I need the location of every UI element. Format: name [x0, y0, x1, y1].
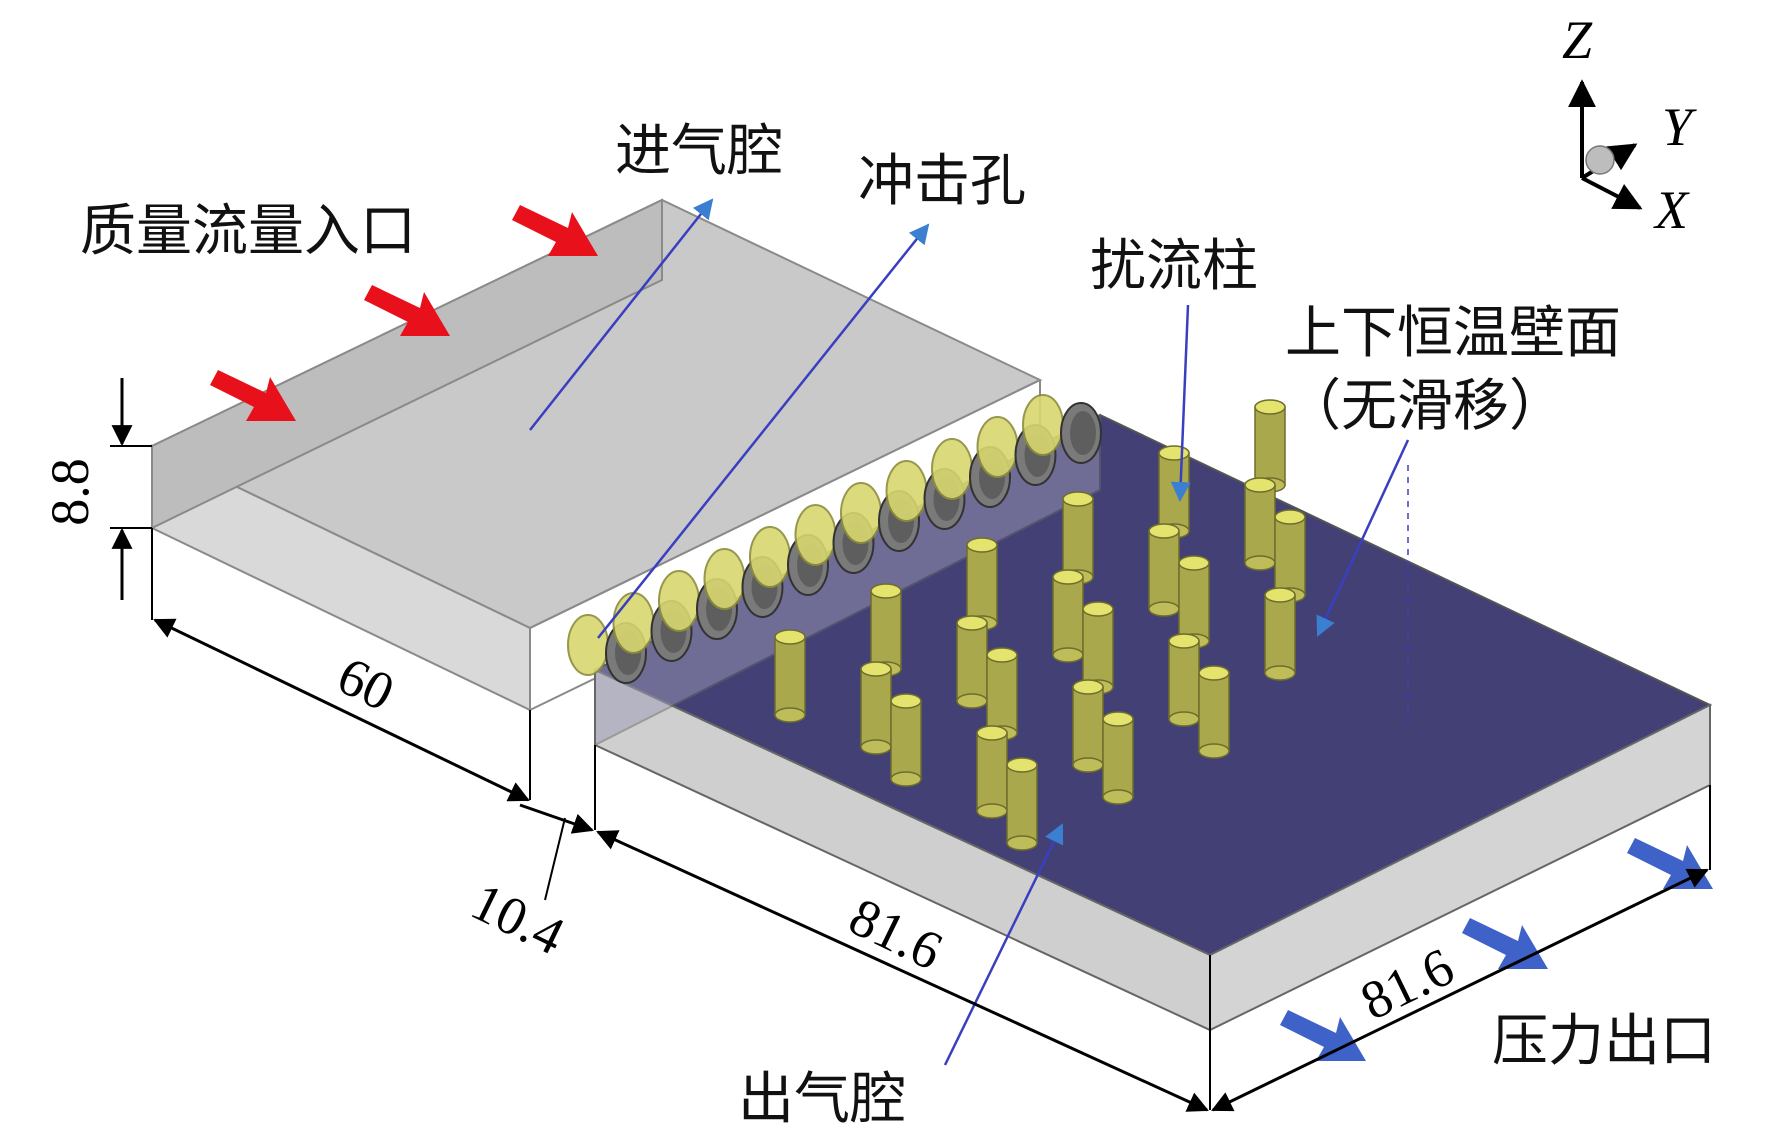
dim-channel-width [1211, 868, 1709, 1112]
pin-fin [1168, 633, 1200, 727]
x-axis-line [1581, 176, 1643, 210]
inlet-arrow-3 [210, 370, 296, 421]
pin-fin [966, 537, 998, 631]
inlet-cavity-box [149, 198, 1043, 712]
label-impingement-hole: 冲击孔 [858, 149, 1026, 214]
pin-fin [1006, 757, 1038, 851]
dim-channel-length [596, 830, 1209, 1112]
dimension-lines [110, 378, 1709, 1112]
label-mass-flow-inlet: 质量流量入口 [80, 199, 416, 264]
leader-isothermal-wall [1316, 439, 1410, 637]
pin-fin [1148, 523, 1180, 617]
label-pressure-outlet: 压力出口 [1492, 1009, 1716, 1074]
label-outlet-cavity: 出气腔 [738, 1067, 906, 1132]
pin-fin [976, 725, 1008, 819]
dim-gap-arrow [519, 803, 594, 834]
y-axis-label: Y [1662, 97, 1697, 157]
pin-fin [890, 693, 922, 787]
origin-sphere [1585, 145, 1615, 175]
pin-fin [1052, 569, 1084, 663]
pin-fin [774, 629, 806, 723]
leader-impingement-hole [597, 223, 930, 639]
dim-inlet-length [153, 618, 530, 802]
label-isothermal-walls: 上下恒温壁面 [1285, 301, 1621, 366]
label-inlet-cavity: 进气腔 [615, 119, 783, 184]
pin-fin [860, 661, 892, 755]
dim-label-inlet-height: 8.8 [40, 458, 100, 526]
pin-fin [1244, 477, 1276, 571]
outlet-arrow-3 [1627, 838, 1713, 889]
pin-fin [1198, 665, 1230, 759]
pin-fin [1072, 679, 1104, 773]
pin-fin [1102, 711, 1134, 805]
dim-gap-pointer [544, 817, 566, 901]
leader-pin-fin [1170, 304, 1191, 502]
x-axis-label: X [1653, 180, 1690, 240]
impingement-hole [1022, 394, 1102, 464]
label-pin-fin: 扰流柱 [1090, 234, 1258, 299]
inlet-arrow-2 [364, 285, 450, 336]
outlet-arrow-2 [1462, 918, 1548, 969]
coordinate-axes: Z Y X [1562, 10, 1697, 240]
inlet-flow-arrows [210, 205, 598, 421]
z-axis-label: Z [1562, 10, 1593, 70]
pin-fin [1264, 587, 1296, 681]
leader-inlet-cavity [529, 198, 714, 431]
label-no-slip: （无滑移） [1285, 374, 1565, 439]
inlet-arrow-1 [512, 205, 598, 256]
dim-label-inlet-length: 60 [328, 645, 403, 723]
dim-label-gap: 10.4 [462, 871, 573, 966]
pin-fin [956, 615, 988, 709]
outlet-arrow-1 [1280, 1010, 1366, 1061]
impingement-holes [567, 394, 1102, 684]
